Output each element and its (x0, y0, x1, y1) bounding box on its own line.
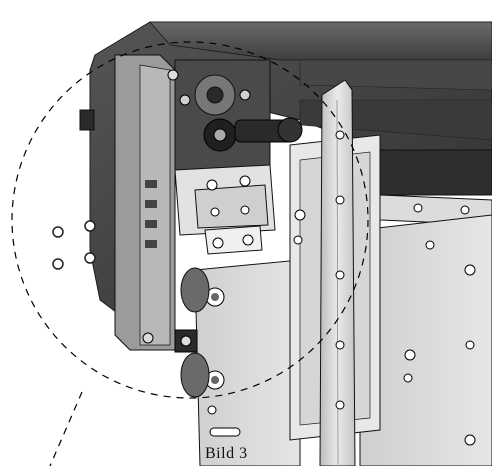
left-vertical-bracket (114, 54, 179, 351)
detail-circle (11, 41, 369, 466)
front-plate (194, 214, 492, 466)
mounting-block (174, 164, 276, 255)
rollers (174, 267, 210, 398)
loose-nuts (52, 220, 96, 270)
gear-assembly (174, 59, 303, 171)
vertical-slotted-rail (319, 79, 356, 466)
motor-housing (79, 21, 492, 331)
figure-caption: Bild 3 (205, 445, 248, 462)
horizontal-rail (379, 149, 492, 226)
detail-leader-line (49, 391, 83, 466)
